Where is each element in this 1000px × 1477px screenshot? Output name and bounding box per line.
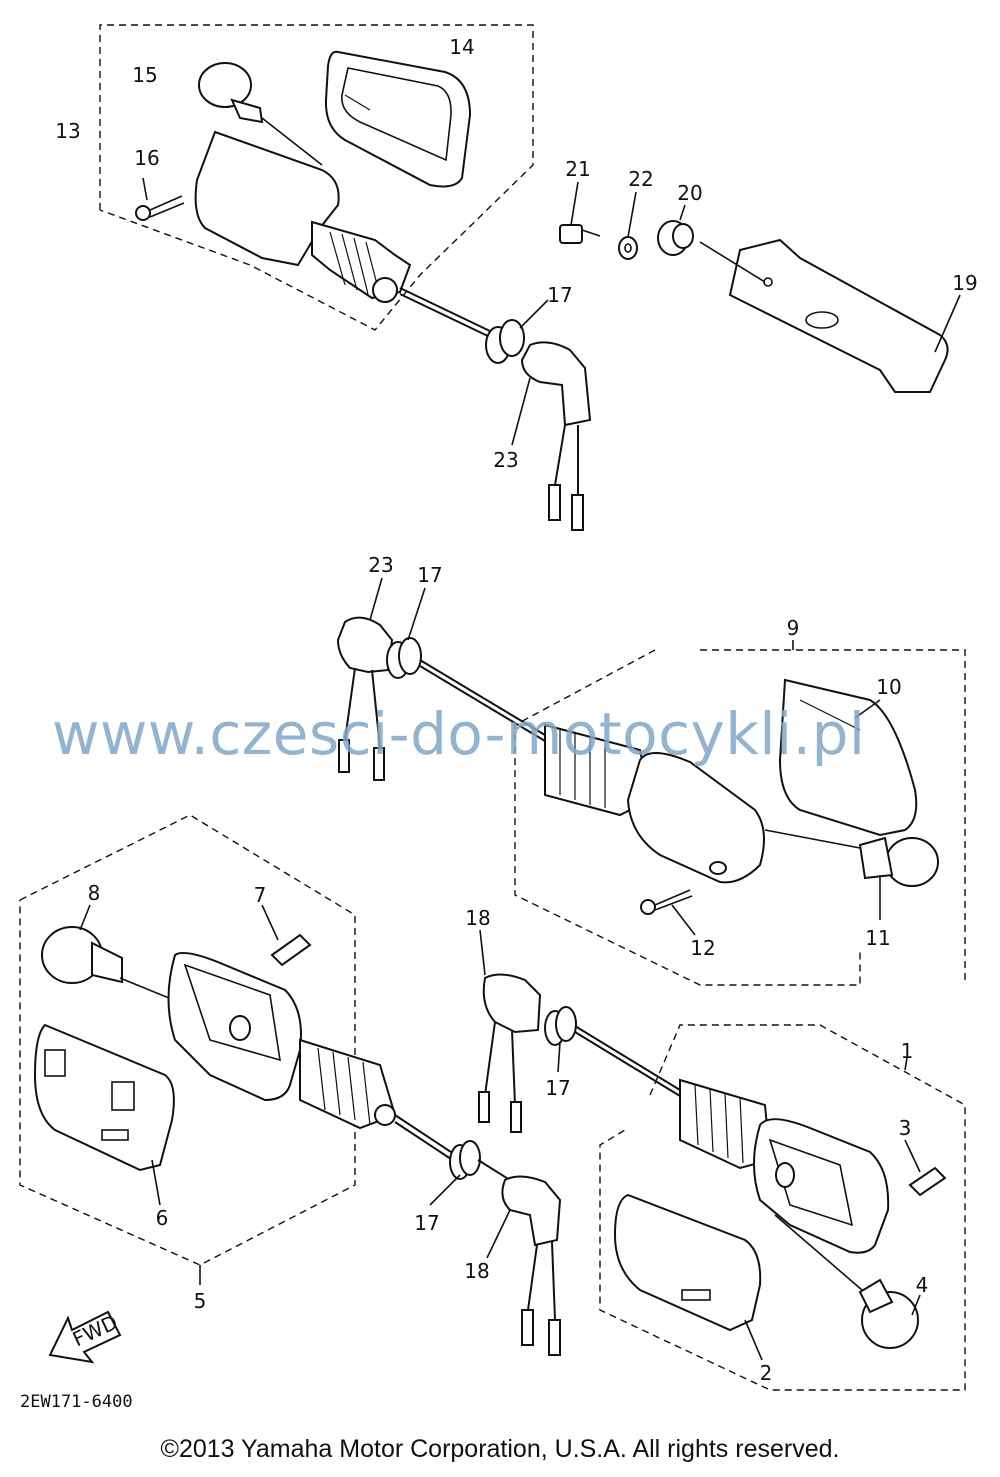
callout-18-lower: 18 <box>464 1259 489 1283</box>
callout-6: 6 <box>156 1206 169 1230</box>
callout-15: 15 <box>132 63 157 87</box>
socket-23-top <box>511 341 592 531</box>
lens-10 <box>778 678 918 837</box>
callout-19: 19 <box>952 271 977 295</box>
collar-20 <box>657 204 694 256</box>
housing-5 <box>167 952 461 1166</box>
lens-6 <box>33 1023 175 1206</box>
callout-9: 9 <box>787 616 800 640</box>
callout-3: 3 <box>899 1116 912 1140</box>
assembly-13-rear-left <box>99 24 534 339</box>
grommet-17-lower-right <box>544 1006 577 1073</box>
callout-22: 22 <box>628 167 653 191</box>
callout-17-lower-left: 17 <box>414 1211 439 1235</box>
callout-5: 5 <box>194 1289 207 1313</box>
housing-13 <box>194 130 493 339</box>
callout-21: 21 <box>565 157 590 181</box>
callout-17-top: 17 <box>547 283 572 307</box>
bolt-21 <box>559 181 601 244</box>
socket-23-middle <box>336 577 394 781</box>
screw-3 <box>904 1139 947 1197</box>
callout-12: 12 <box>690 936 715 960</box>
assembly-5-front-left <box>19 814 461 1285</box>
callout-17-lower-right: 17 <box>545 1076 570 1100</box>
grommet-17-middle <box>386 587 426 679</box>
callout-16: 16 <box>134 146 159 170</box>
lens-2 <box>613 1193 763 1361</box>
bracket-19 <box>699 238 961 393</box>
callout-2: 2 <box>760 1361 773 1385</box>
callout-11: 11 <box>865 926 890 950</box>
lens-14 <box>324 50 472 188</box>
bulb-4 <box>774 1214 921 1349</box>
socket-18-lower <box>486 1175 562 1356</box>
bulb-8 <box>41 904 236 1026</box>
bulb-15 <box>198 62 264 124</box>
grommet-17-top <box>485 299 549 364</box>
callout-10: 10 <box>876 675 901 699</box>
fwd-arrow-icon: FWD <box>48 1310 122 1364</box>
callout-4: 4 <box>916 1273 929 1297</box>
washer-22 <box>618 191 638 260</box>
callout-1: 1 <box>901 1039 914 1063</box>
screw-12 <box>640 889 696 936</box>
diagram-code: 2EW171-6400 <box>20 1392 133 1412</box>
callout-23-middle: 23 <box>368 553 393 577</box>
callout-23-top: 23 <box>493 448 518 472</box>
watermark-text: www.czesci-do-motocykli.pl <box>52 700 866 768</box>
callout-20: 20 <box>677 181 702 205</box>
screw-7 <box>261 904 312 967</box>
socket-18-upper <box>478 929 542 1133</box>
copyright-notice: ©2013 Yamaha Motor Corporation, U.S.A. A… <box>160 1435 840 1463</box>
screw-16 <box>135 177 185 221</box>
callout-8: 8 <box>88 881 101 905</box>
callout-17-middle: 17 <box>417 563 442 587</box>
callout-7: 7 <box>254 883 267 907</box>
housing-9 <box>544 723 765 884</box>
callout-13: 13 <box>55 119 80 143</box>
housing-1 <box>679 1078 890 1254</box>
callout-14: 14 <box>449 35 474 59</box>
callout-18-upper: 18 <box>465 906 490 930</box>
assembly-1-front-right <box>599 1024 966 1391</box>
grommet-17-lower-left <box>429 1140 481 1206</box>
bulb-11 <box>764 829 939 920</box>
assembly-9-rear-right <box>514 640 966 986</box>
